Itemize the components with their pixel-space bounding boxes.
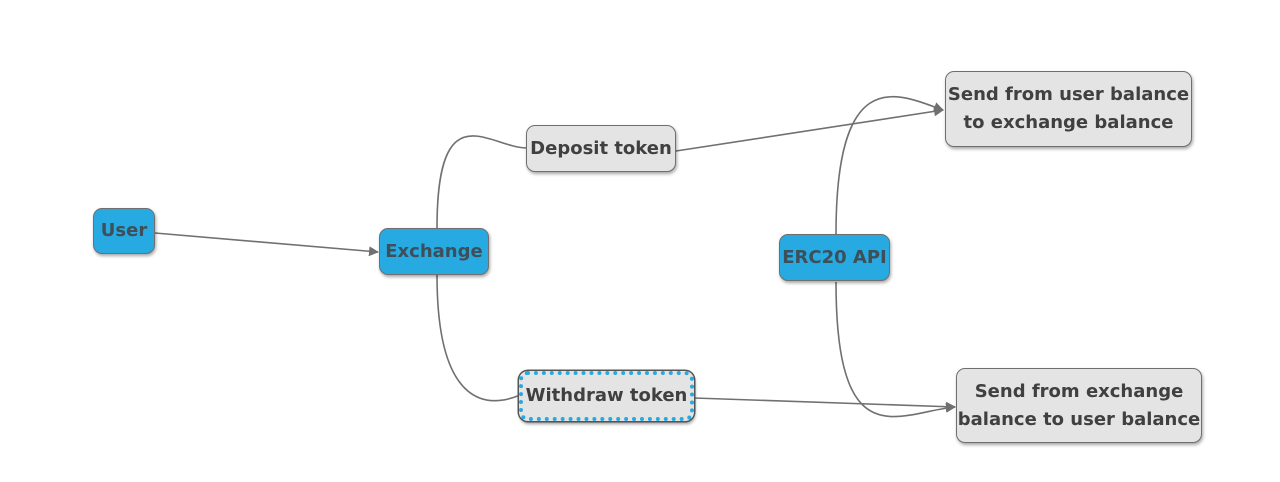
node-withdraw-token-label: Withdraw token bbox=[525, 385, 688, 406]
node-erc20-api-label: ERC20 API bbox=[782, 246, 887, 268]
node-send-to-exchange-line1: Send from user balance bbox=[947, 84, 1190, 105]
node-send-to-user-line2: balance to user balance bbox=[957, 408, 1201, 430]
node-exchange-label: Exchange bbox=[385, 240, 483, 262]
node-send-to-user-line1: Send from exchange bbox=[974, 380, 1184, 402]
node-withdraw-token[interactable]: Withdraw token bbox=[519, 371, 694, 421]
node-deposit-token-label: Deposit token bbox=[530, 137, 672, 159]
node-exchange[interactable]: Exchange bbox=[379, 228, 489, 275]
node-user[interactable]: User bbox=[93, 208, 155, 254]
edge-user-to-exchange bbox=[154, 232, 379, 257]
edge-withdraw-to-send-to-user bbox=[693, 397, 956, 412]
node-user-label: User bbox=[100, 220, 148, 241]
node-send-to-exchange-line2: to exchange balance bbox=[963, 112, 1174, 133]
node-deposit-token[interactable]: Deposit token bbox=[526, 125, 676, 172]
edge-exchange-to-withdraw bbox=[436, 274, 521, 402]
edge-erc20-to-send-to-exchange bbox=[835, 96, 944, 235]
node-send-to-exchange-balance[interactable]: Send from user balance to exchange balan… bbox=[945, 71, 1192, 147]
node-erc20-api[interactable]: ERC20 API bbox=[779, 234, 890, 281]
edge-erc20-to-send-to-user bbox=[835, 281, 956, 418]
edge-deposit-to-send-to-exchange bbox=[675, 106, 944, 152]
node-send-to-user-balance[interactable]: Send from exchange balance to user balan… bbox=[956, 368, 1202, 443]
edge-exchange-to-deposit bbox=[436, 135, 528, 229]
